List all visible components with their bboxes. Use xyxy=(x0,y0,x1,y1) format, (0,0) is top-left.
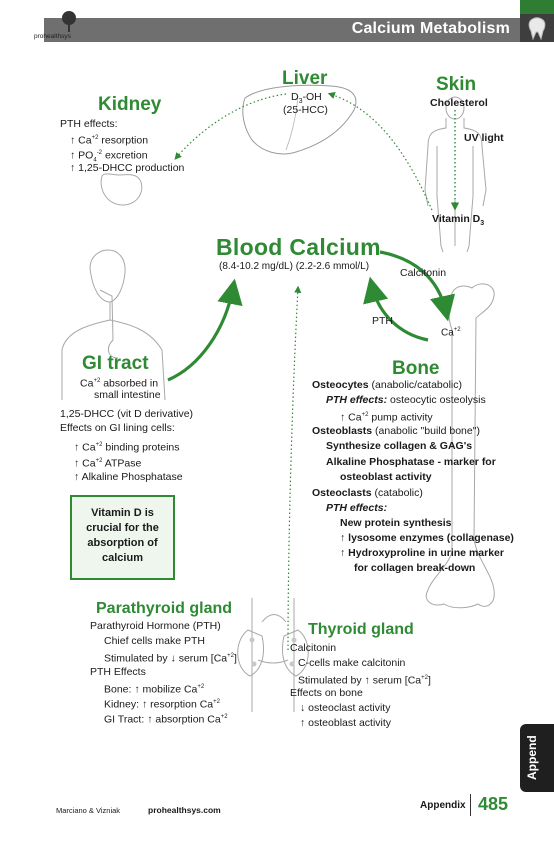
header-accent-green xyxy=(520,0,554,14)
bone-osteoblasts: Osteoblasts (anabolic "build bone") xyxy=(312,425,480,437)
vitamin-d-callout-box xyxy=(70,495,175,580)
appendix-side-tab xyxy=(520,724,554,792)
gi-tract-title: GI tract xyxy=(82,353,149,374)
pth-label: PTH xyxy=(372,315,393,327)
footer-authors: Marciano & Vizniak xyxy=(56,806,121,815)
bone-osteocytes-pth: PTH effects: osteocytic osteolysis xyxy=(326,394,486,406)
bone-lysosome: ↑ lysosome enzymes (collagenase) xyxy=(340,532,514,544)
calcitonin-arrow xyxy=(379,250,456,322)
parathyroid-stimulated: Stimulated by ↓ serum [Ca+2] xyxy=(104,652,237,665)
gi-absorbed: Ca+2 absorbed in xyxy=(80,377,159,390)
tree-logo-icon xyxy=(62,11,76,32)
bone-osteocytes: Osteocytes (anabolic/catabolic) xyxy=(312,379,463,391)
kidney-effect-dhcc: ↑ 1,25-DHCC production xyxy=(70,162,185,174)
logo-text: prohealthsys xyxy=(34,33,71,40)
footer-section: Appendix xyxy=(420,800,466,811)
parathyroid-effect-kidney: Kidney: ↑ resorption Ca+2 xyxy=(104,698,220,711)
femur-bone-illustration xyxy=(425,283,495,609)
pth-arrow xyxy=(363,276,429,342)
gi-dhcc: 1,25-DHCC (vit D derivative) xyxy=(60,408,194,420)
gi-to-blood-arrow xyxy=(167,278,243,382)
bone-ca-label: Ca+2 xyxy=(441,327,461,339)
gi-effect-atpase: ↑ Ca+2 ATPase xyxy=(74,457,142,470)
bone-pump-activity: ↑ Ca+2 pump activity xyxy=(340,411,433,424)
thyroid-title: Thyroid gland xyxy=(308,621,414,638)
bone-synthesize: Synthesize collagen & GAG's xyxy=(326,440,473,452)
parathyroid-chief-cells: Chief cells make PTH xyxy=(104,635,205,647)
page-title: Calcium Metabolism xyxy=(351,20,510,37)
thyroid-effect-osteoclast: ↓ osteoclast activity xyxy=(300,702,391,714)
page-number: 485 xyxy=(478,794,509,814)
thyroid-calcitonin: Calcitonin xyxy=(290,642,337,654)
bone-alkaline-1: Alkaline Phosphatase - marker for xyxy=(326,456,496,468)
liver-to-kidney-dotted-arrow xyxy=(174,93,287,160)
blood-calcium-title: Blood Calcium xyxy=(216,234,381,260)
vitamin-d-callout-text: Vitamin D is crucial for the absorption … xyxy=(86,507,159,564)
title-bar xyxy=(44,18,520,42)
skin-to-liver-dotted-arrow xyxy=(327,92,433,211)
skin-uv-light: UV light xyxy=(464,132,504,144)
bone-osteoclasts-pth: PTH effects: xyxy=(326,502,388,514)
footer-website: prohealthsys.com xyxy=(148,805,221,815)
thyroid-stimulated: Stimulated by ↑ serum [Ca+2] xyxy=(298,674,431,687)
footer-divider xyxy=(470,794,471,816)
parathyroid-hormone: Parathyroid Hormone (PTH) xyxy=(90,620,221,632)
kidney-title: Kidney xyxy=(98,94,162,115)
gland-to-blood-dotted-arrow xyxy=(287,285,302,651)
bone-alkaline-2: osteoblast activity xyxy=(340,471,432,483)
thyroid-effect-osteoblast: ↑ osteoblast activity xyxy=(300,717,392,729)
bone-hydroxyproline: ↑ Hydroxyproline in urine marker xyxy=(340,547,504,559)
liver-illustration xyxy=(242,84,357,155)
kidney-effect-ca: ↑ Ca+2 resorption xyxy=(70,134,149,147)
liver-25hcc: (25-HCC) xyxy=(283,104,328,116)
kidney-illustration xyxy=(100,173,143,206)
gi-small-intestine: small intestine xyxy=(94,389,161,401)
parathyroid-effect-gi: GI Tract: ↑ absorption Ca+2 xyxy=(104,713,228,726)
thyroid-effects-label: Effects on bone xyxy=(290,687,363,699)
calcitonin-label: Calcitonin xyxy=(400,267,447,279)
tooth-icon xyxy=(528,17,546,41)
bone-title: Bone xyxy=(392,358,440,379)
skin-cholesterol: Cholesterol xyxy=(430,97,488,109)
kidney-pth-effects: PTH effects: xyxy=(60,118,118,130)
kidney-effect-po4: ↑ PO4-2 excretion xyxy=(70,149,148,164)
thyroid-c-cells: C-cells make calcitonin xyxy=(298,657,406,669)
bone-osteoclasts: Osteoclasts (catabolic) xyxy=(312,487,423,499)
liver-d3oh: D3-OH xyxy=(291,91,322,106)
parathyroid-effects-label: PTH Effects xyxy=(90,666,146,678)
parathyroid-effect-bone: Bone: ↑ mobilize Ca+2 xyxy=(104,683,205,696)
blood-calcium-range: (8.4-10.2 mg/dL) (2.2-2.6 mmol/L) xyxy=(219,261,370,272)
gi-effect-alkaline: ↑ Alkaline Phosphatase xyxy=(74,471,183,483)
parathyroid-title: Parathyroid gland xyxy=(96,600,233,617)
thyroid-illustration xyxy=(237,598,309,712)
gi-effects-label: Effects on GI lining cells: xyxy=(60,422,175,434)
skin-vitamin-d3: Vitamin D3 xyxy=(432,213,485,228)
gi-body-illustration xyxy=(61,249,166,401)
bone-protein-synthesis: New protein synthesis xyxy=(340,517,452,529)
liver-title: Liver xyxy=(282,68,328,89)
gi-effect-binding: ↑ Ca+2 binding proteins xyxy=(74,441,180,454)
skin-title: Skin xyxy=(436,74,477,95)
appendix-side-tab-label: Append xyxy=(525,735,539,780)
bone-collagen-breakdown: for collagen break-down xyxy=(354,562,476,574)
